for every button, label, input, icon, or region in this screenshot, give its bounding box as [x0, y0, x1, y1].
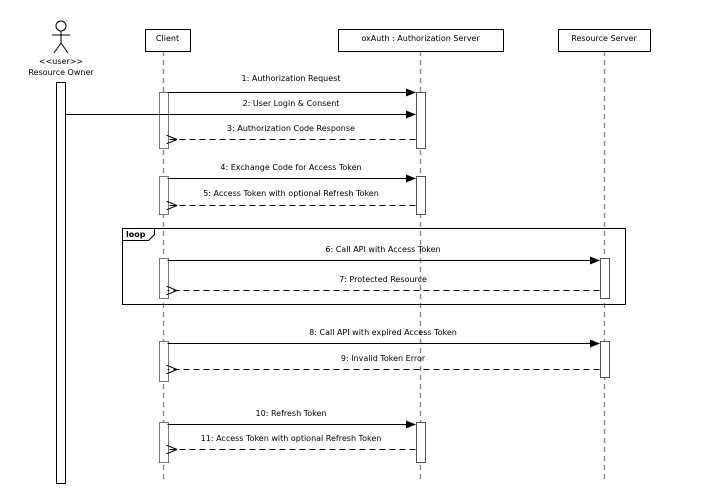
message-label-6: 6: Call API with Access Token	[325, 245, 441, 254]
participant-box-resource-server[interactable]	[558, 29, 651, 52]
participant-box-auth-server[interactable]	[338, 29, 504, 52]
message-label-4: 4: Exchange Code for Access Token	[220, 163, 362, 172]
message-label-5: 5: Access Token with optional Refresh To…	[203, 189, 379, 198]
activation-bar-client-6	[159, 341, 169, 382]
actor-stereotype-label: <<user>>	[38, 57, 84, 66]
activation-bar-auth-server-3	[416, 176, 426, 215]
activation-bar-client-4	[159, 258, 169, 299]
loop-fragment-border	[122, 228, 626, 305]
message-label-8: 8: Call API with expired Access Token	[309, 328, 457, 337]
loop-fragment-tab	[122, 228, 155, 241]
message-label-3: 3: Authorization Code Response	[227, 124, 355, 133]
activation-bar-client-0	[159, 92, 169, 149]
message-label-7: 7: Protected Resource	[339, 275, 427, 284]
actor-left-leg-icon	[53, 42, 62, 54]
message-label-2: 2: User Login & Consent	[242, 99, 340, 108]
actor-figure-group	[52, 20, 70, 484]
message-label-11: 11: Access Token with optional Refresh T…	[200, 434, 382, 443]
activation-bar-client-2	[159, 176, 169, 215]
message-label-10: 10: Refresh Token	[255, 409, 327, 418]
message-label-9: 9: Invalid Token Error	[340, 354, 426, 363]
actor-head-icon	[55, 20, 67, 32]
actor-activation-bar	[56, 82, 66, 484]
message-label-1: 1: Authorization Request	[241, 74, 341, 83]
activation-bar-group	[159, 92, 610, 463]
activation-bar-resource-server-5	[600, 258, 610, 299]
participant-label-auth-server: oxAuth : Authorization Server	[361, 34, 480, 43]
activation-bar-client-8	[159, 422, 169, 463]
loop-fragment-group	[122, 228, 626, 305]
participant-label-resource-server: Resource Server	[571, 34, 637, 43]
activation-bar-resource-server-7	[600, 341, 610, 378]
loop-fragment-label: loop	[126, 230, 146, 239]
activation-bar-auth-server-1	[416, 92, 426, 149]
participant-box-client[interactable]	[145, 29, 191, 52]
participant-box-group	[145, 29, 651, 52]
actor-name-label: Resource Owner	[28, 68, 94, 77]
activation-bar-auth-server-9	[416, 422, 426, 463]
lifeline-group	[162, 51, 606, 481]
message-arrow-group	[65, 88, 600, 450]
participant-label-client: Client	[155, 34, 180, 43]
actor-right-leg-icon	[60, 42, 69, 54]
